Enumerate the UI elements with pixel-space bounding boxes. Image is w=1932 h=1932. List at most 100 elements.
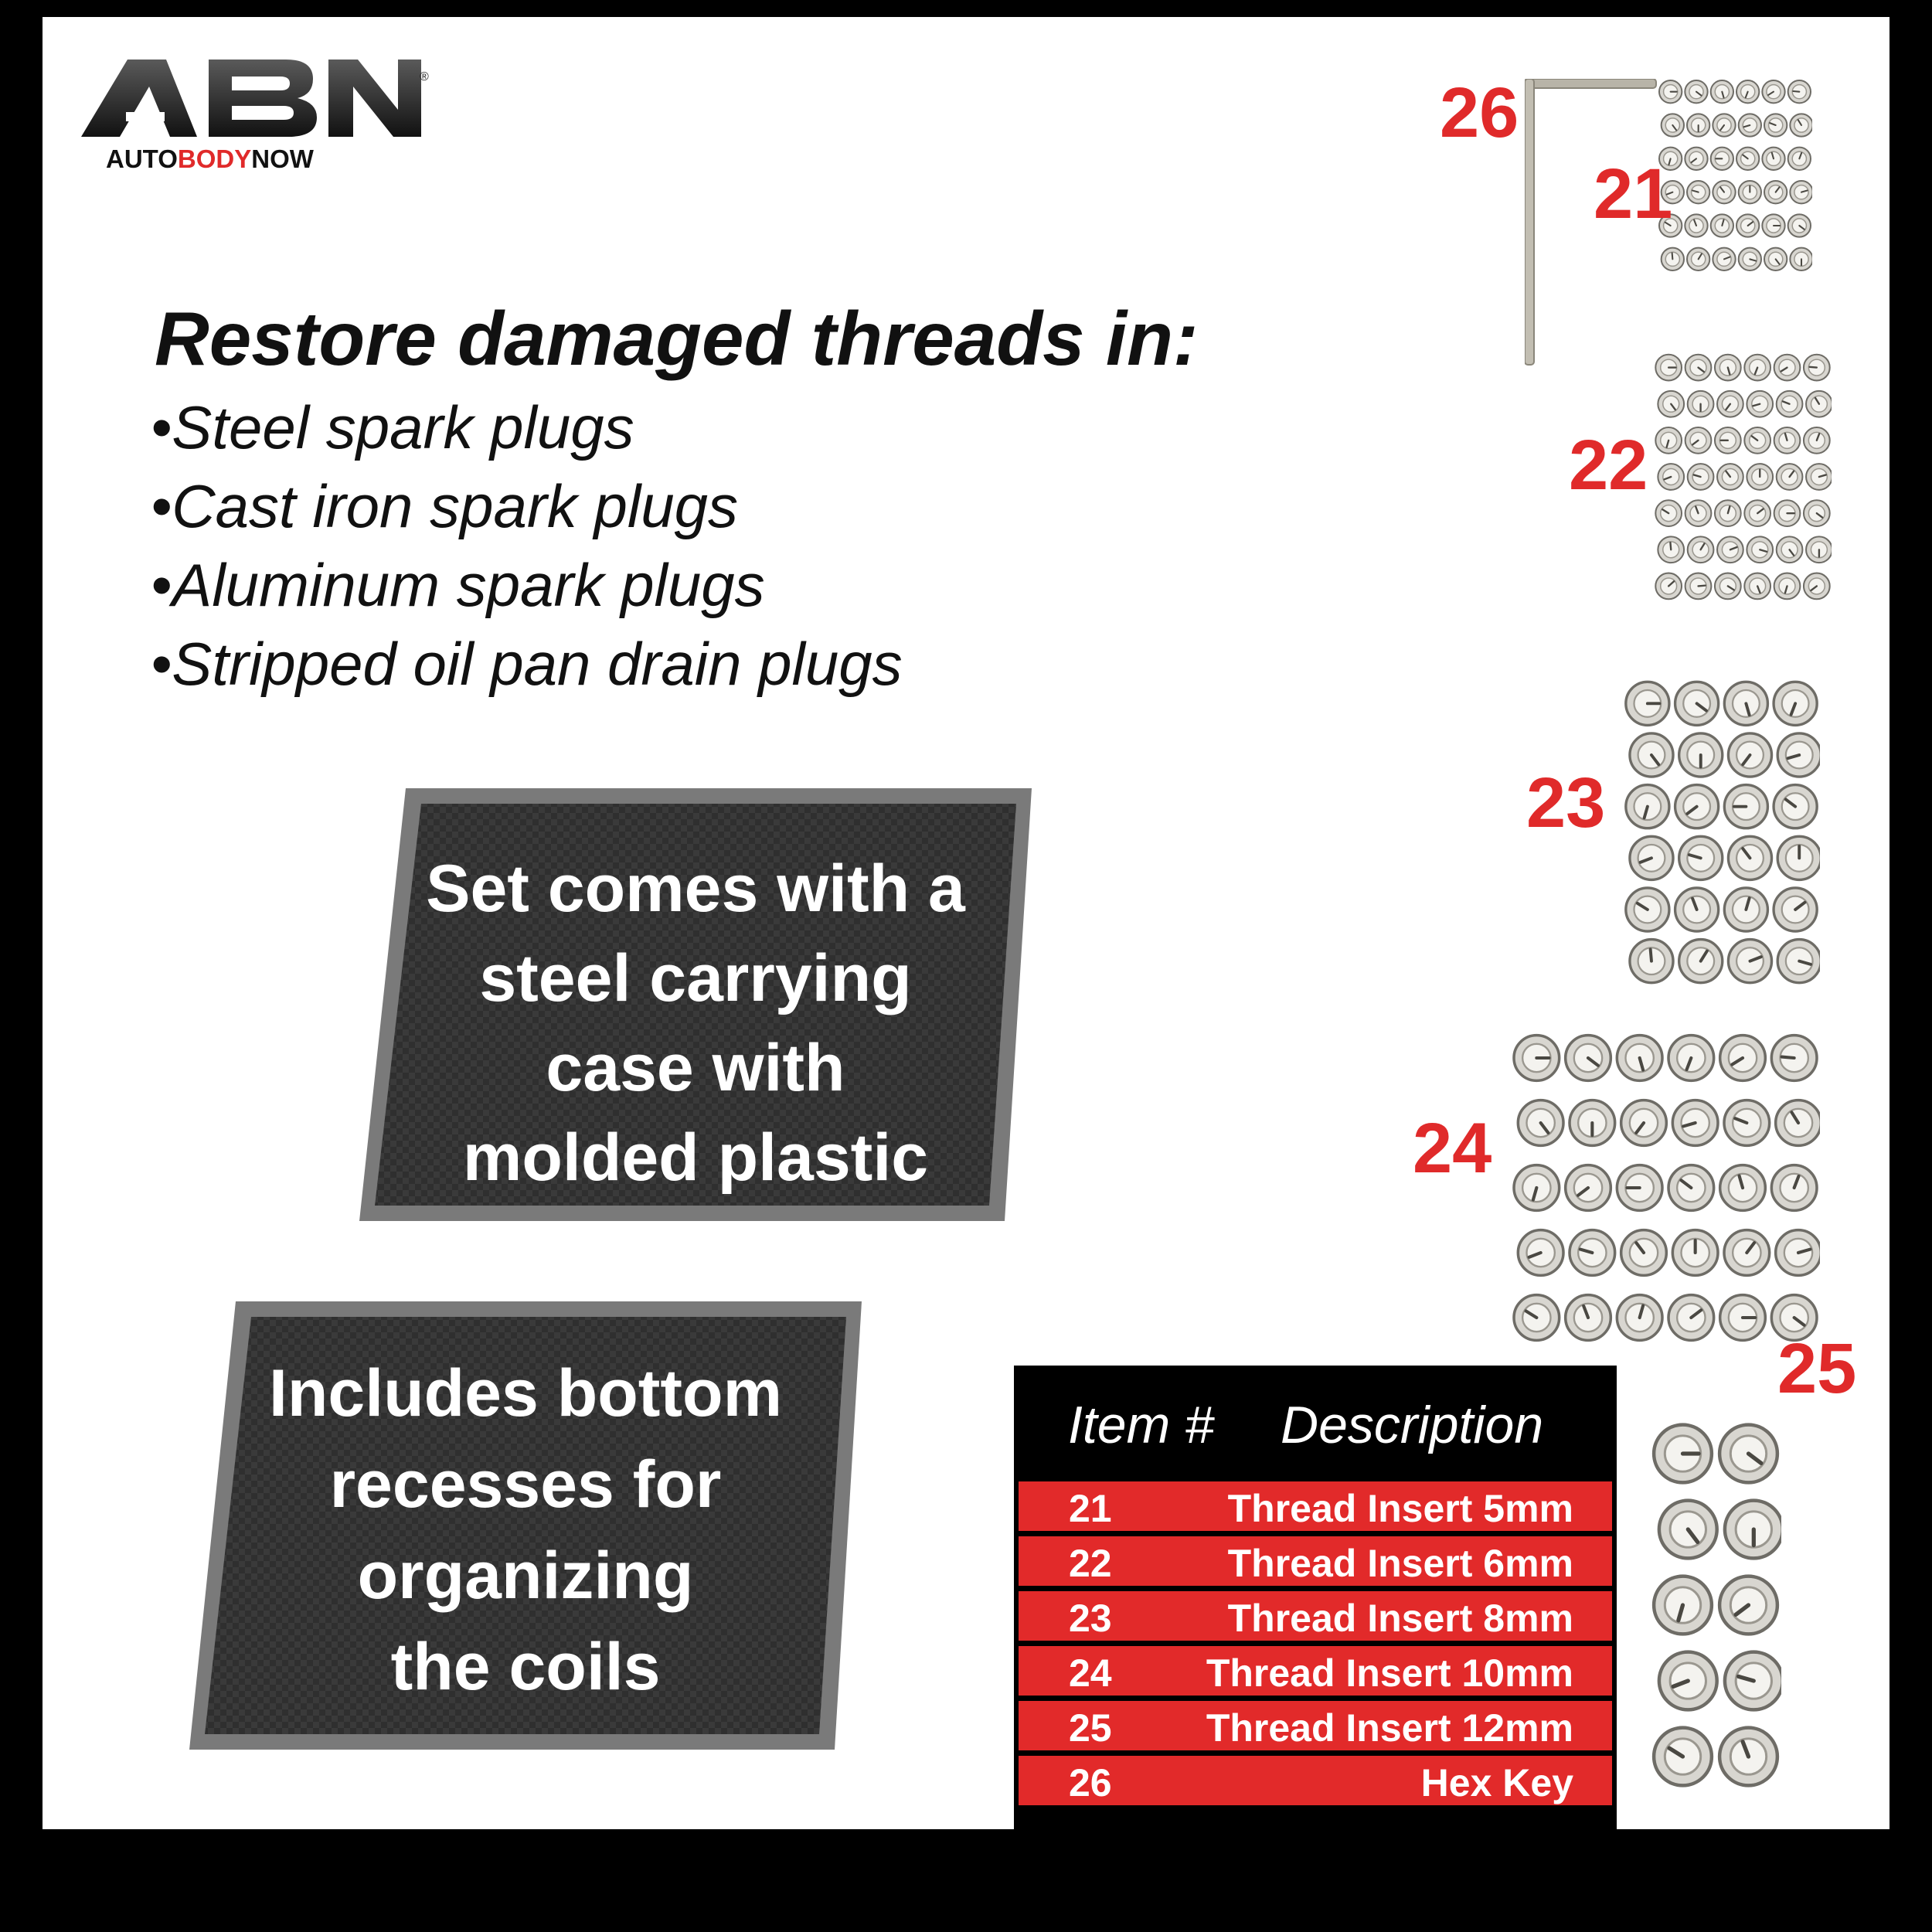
item-description: Thread Insert 12mm <box>1206 1706 1573 1750</box>
thread-coil-icon <box>1563 1293 1613 1342</box>
recess-feature-text: Includes bottom recesses for organizing … <box>268 1356 783 1704</box>
thread-coil-icon <box>1764 113 1788 138</box>
thread-coil-icon <box>1619 1098 1668 1148</box>
thread-coil-icon <box>1802 353 1831 382</box>
item-number: 24 <box>1069 1651 1112 1695</box>
thread-coil-icon <box>1723 783 1770 830</box>
use-case-list: •Steel spark plugs •Cast iron spark plug… <box>151 388 903 703</box>
list-item: •Stripped oil pan drain plugs <box>151 630 903 698</box>
thread-coil-icon <box>1743 572 1772 600</box>
thread-coil-icon <box>1764 247 1788 271</box>
thread-coil-icon <box>1789 247 1812 271</box>
thread-coil-icon <box>1713 426 1742 454</box>
thread-coil-icon <box>1764 180 1788 205</box>
thread-coil-icon <box>1787 79 1811 104</box>
thread-coil-icon <box>1667 1033 1716 1083</box>
thread-coil-icon <box>1686 247 1711 271</box>
table-row: 26 Hex Key <box>1019 1756 1612 1805</box>
thread-coil-icon <box>1684 79 1709 104</box>
thread-coil-icon <box>1774 1098 1820 1148</box>
item-description: Thread Insert 8mm <box>1227 1597 1573 1640</box>
thread-coil-icon <box>1624 680 1671 727</box>
thread-coil-icon <box>1718 1033 1767 1083</box>
thread-inserts-5mm-image <box>1658 75 1812 276</box>
thread-coil-icon <box>1615 1293 1664 1342</box>
thread-inserts-12mm-image <box>1650 1416 1781 1794</box>
thread-coil-icon <box>1761 79 1786 104</box>
thread-coil-icon <box>1723 1098 1771 1148</box>
thread-coil-icon <box>1723 1498 1781 1560</box>
thread-coil-icon <box>1802 426 1831 454</box>
thread-coil-icon <box>1770 1293 1818 1342</box>
thread-coil-icon <box>1802 572 1831 600</box>
thread-coil-icon <box>1619 1228 1668 1277</box>
thread-coil-icon <box>1772 886 1818 933</box>
thread-coil-icon <box>1717 1423 1780 1485</box>
thread-coil-icon <box>1770 1033 1818 1083</box>
thread-coil-icon <box>1723 1650 1781 1712</box>
table-row: 22 Thread Insert 6mm <box>1019 1536 1612 1586</box>
thread-coil-icon <box>1684 426 1713 454</box>
thread-coil-icon <box>1684 572 1713 600</box>
thread-coil-icon <box>1743 353 1772 382</box>
item-number: 22 <box>1069 1542 1112 1585</box>
thread-coil-icon <box>1746 463 1774 491</box>
recess-feature-card: Includes bottom recesses for organizing … <box>189 1301 862 1750</box>
thread-coil-icon <box>1512 1293 1561 1342</box>
product-infographic: ® AUTOBODYNOW Restore damaged threads in… <box>43 17 1889 1829</box>
abn-logo-mark <box>81 60 421 137</box>
thread-coil-icon <box>1628 835 1675 882</box>
thread-coil-icon <box>1684 146 1709 172</box>
thread-coil-icon <box>1761 146 1786 172</box>
parts-table: Item # Description 21 Thread Insert 5mm … <box>1014 1366 1617 1829</box>
thread-coil-icon <box>1651 1574 1714 1636</box>
thread-coil-icon <box>1660 180 1685 205</box>
thread-coil-icon <box>1743 426 1772 454</box>
table-header: Item # Description <box>1014 1366 1617 1470</box>
item-description: Hex Key <box>1420 1761 1573 1804</box>
thread-coil-icon <box>1787 146 1811 172</box>
logo-subtitle: AUTOBODYNOW <box>106 145 314 173</box>
thread-coil-icon <box>1746 389 1774 418</box>
thread-coil-icon <box>1563 1033 1613 1083</box>
case-feature-card: Set comes with a steel carrying case wit… <box>359 788 1032 1221</box>
thread-coil-icon <box>1743 499 1772 528</box>
thread-coil-icon <box>1772 680 1818 727</box>
thread-coil-icon <box>1667 1293 1716 1342</box>
item-number: 21 <box>1069 1487 1112 1530</box>
callout-21: 21 <box>1594 155 1673 233</box>
thread-coil-icon <box>1686 389 1715 418</box>
thread-coil-icon <box>1773 426 1801 454</box>
thread-coil-icon <box>1624 783 1671 830</box>
thread-coil-icon <box>1516 1098 1565 1148</box>
thread-coil-icon <box>1709 213 1735 238</box>
thread-coil-icon <box>1673 783 1720 830</box>
thread-coil-icon <box>1657 1498 1719 1560</box>
thread-coil-icon <box>1718 1163 1767 1213</box>
thread-coil-icon <box>1775 536 1804 564</box>
item-number: 23 <box>1069 1597 1112 1640</box>
thread-coil-icon <box>1709 146 1735 172</box>
thread-coil-icon <box>1736 79 1760 104</box>
thread-inserts-6mm-image <box>1654 349 1832 604</box>
thread-coil-icon <box>1736 213 1760 238</box>
thread-coil-icon <box>1709 79 1735 104</box>
thread-coil-icon <box>1658 213 1683 238</box>
thread-coil-icon <box>1684 499 1713 528</box>
table-row: 25 Thread Insert 12mm <box>1019 1701 1612 1750</box>
thread-coil-icon <box>1658 79 1683 104</box>
thread-coil-icon <box>1712 180 1736 205</box>
thread-coil-icon <box>1789 113 1812 138</box>
table-row: 23 Thread Insert 8mm <box>1019 1591 1612 1641</box>
thread-inserts-8mm-image <box>1623 678 1820 987</box>
thread-coil-icon <box>1658 146 1683 172</box>
coil-cluster-icon <box>1651 1423 1781 1787</box>
thread-coil-icon <box>1712 113 1736 138</box>
list-item: •Steel spark plugs <box>151 393 634 461</box>
item-description: Thread Insert 5mm <box>1227 1487 1573 1530</box>
thread-coil-icon <box>1773 499 1801 528</box>
thread-coil-icon <box>1684 353 1713 382</box>
thread-coil-icon <box>1655 572 1683 600</box>
registered-mark: ® <box>420 70 429 83</box>
hex-key-icon <box>1525 79 1657 366</box>
